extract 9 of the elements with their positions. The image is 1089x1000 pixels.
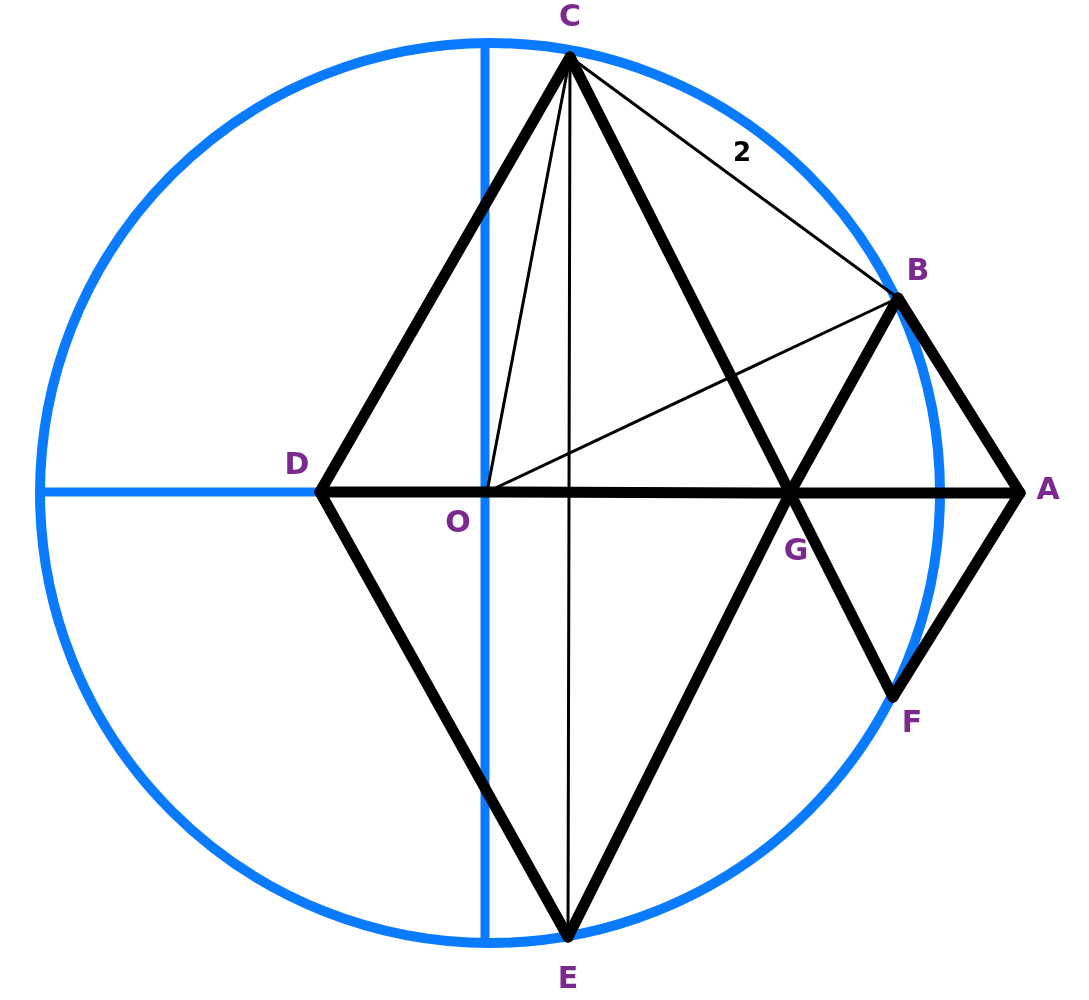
point-label: O xyxy=(445,506,471,538)
point-label: A xyxy=(1036,473,1060,505)
point-label: C xyxy=(559,0,581,32)
point-label: G xyxy=(783,534,809,566)
point-label: B xyxy=(906,254,930,286)
point-label: F xyxy=(901,706,923,738)
point-label: D xyxy=(284,448,310,480)
edge-label: 2 xyxy=(732,138,752,166)
point-label: E xyxy=(557,962,579,994)
